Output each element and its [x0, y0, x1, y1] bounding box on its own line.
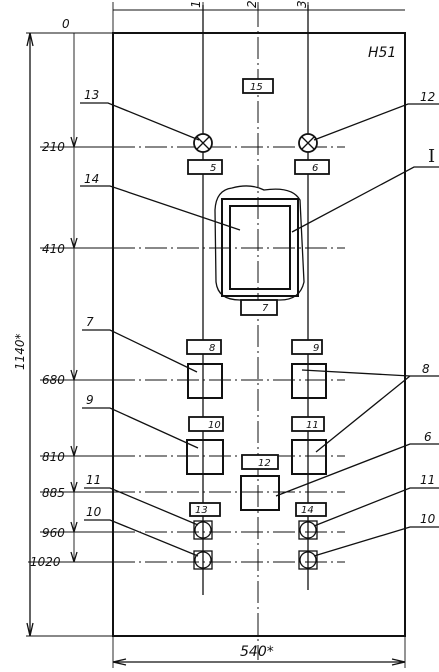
- switch-8b: [291, 439, 327, 475]
- chain-arrows: [70, 136, 78, 563]
- tag-10-box: [188, 416, 224, 432]
- top-mark-1: 1: [189, 0, 203, 8]
- tag-11-box: [291, 416, 325, 432]
- tag-5-box: [187, 159, 223, 175]
- top-mark-3: 3: [295, 0, 309, 8]
- lamp-12-icon: [298, 133, 318, 153]
- instrument-14-window: [229, 205, 291, 290]
- tag-7: 7: [262, 303, 269, 314]
- tag-5: 5: [210, 163, 216, 174]
- tag-14: 14: [301, 505, 314, 516]
- overall-width-dimension: 540*: [112, 636, 406, 668]
- top-dimension: 1 2 3: [112, 0, 405, 33]
- callout-10-left: 10: [86, 505, 102, 519]
- indicator-10-left-icon: [193, 550, 213, 570]
- callout-7: 7: [86, 315, 94, 329]
- callout-10-right: 10: [420, 512, 436, 526]
- tag-13-box: [189, 502, 221, 517]
- height-mark-410: 410: [42, 242, 65, 256]
- callout-14: 14: [84, 172, 99, 186]
- tag-12: 12: [258, 458, 271, 469]
- tag-8: 8: [209, 343, 215, 354]
- total-width-label: 540*: [240, 644, 274, 660]
- top-mark-2: 2: [245, 0, 259, 8]
- tag-7-box: [240, 299, 278, 316]
- tag-13: 13: [195, 505, 208, 516]
- switch-6: [240, 475, 280, 511]
- tag-14-box: [295, 502, 327, 517]
- callout-11-left: 11: [86, 473, 101, 487]
- tag-15: 15: [250, 82, 263, 93]
- height-mark-885: 885: [42, 486, 65, 500]
- tag-9-box: [291, 339, 323, 355]
- switch-7: [187, 363, 223, 399]
- indicator-11-left-icon: [193, 520, 213, 540]
- total-height-label: 1140*: [13, 333, 27, 370]
- callout-8: 8: [422, 362, 430, 376]
- height-mark-960: 960: [42, 526, 65, 540]
- callouts: 13 12 14 I 7 8 9 6 11 10 11 10: [80, 88, 439, 557]
- callout-I: I: [428, 146, 435, 167]
- height-mark-810: 810: [42, 450, 65, 464]
- instrument-14: [221, 198, 299, 297]
- panel-outline: [112, 32, 406, 637]
- tag-12-box: [241, 454, 279, 470]
- switch-9: [186, 439, 224, 475]
- callout-11-right: 11: [420, 473, 435, 487]
- lamp-13-icon: [193, 133, 213, 153]
- tag-8-box: [186, 339, 222, 355]
- tag-6-box: [294, 159, 330, 175]
- height-marks: 0 210 410 680 810 885 960 1020: [28, 17, 113, 569]
- tag-15-box: [242, 78, 274, 94]
- tag-10: 10: [208, 420, 221, 431]
- switch-8: [291, 363, 327, 399]
- indicator-10-right-icon: [298, 550, 318, 570]
- tag-6: 6: [312, 163, 318, 174]
- callout-9: 9: [86, 393, 94, 407]
- overall-height-dimension: 1140*: [13, 32, 113, 637]
- height-mark-0: 0: [62, 17, 70, 31]
- callout-6: 6: [424, 430, 432, 444]
- tag-11: 11: [306, 420, 319, 431]
- panel-code: H51: [368, 45, 396, 61]
- indicator-11-right-icon: [298, 520, 318, 540]
- tag-9: 9: [313, 343, 319, 354]
- callout-12: 12: [420, 90, 435, 104]
- callout-13: 13: [84, 88, 99, 102]
